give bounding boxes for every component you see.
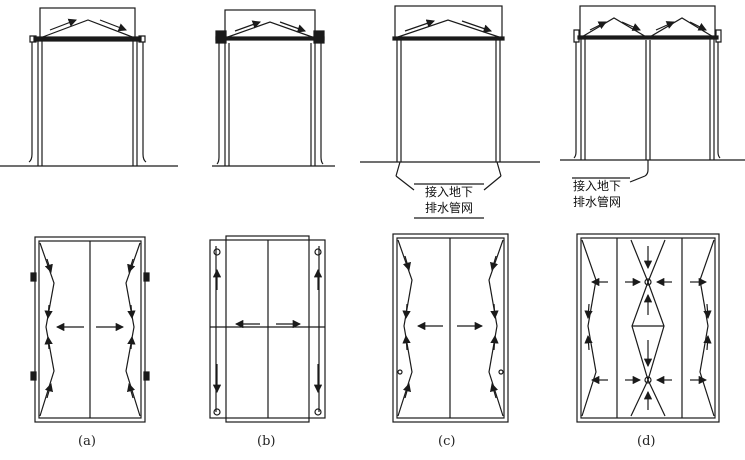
plan-a xyxy=(30,236,150,423)
drain-note-d-line2: 排水管网 xyxy=(572,195,621,209)
plan-d xyxy=(576,233,720,423)
caption-d: (d) xyxy=(637,434,656,449)
elevation-b xyxy=(212,9,335,167)
plan-c xyxy=(392,233,509,423)
drain-note-d-line1: 接入地下 xyxy=(572,179,621,193)
plan-b xyxy=(209,235,326,423)
drain-note-c-line2: 排水管网 xyxy=(424,201,473,215)
drain-note-c: 接入地下 排水管网 xyxy=(412,184,486,216)
elevation-d xyxy=(560,5,745,183)
elevation-c xyxy=(360,5,540,219)
drain-note-d: 接入地下 排水管网 xyxy=(560,178,634,210)
caption-c: (c) xyxy=(438,434,456,449)
caption-b: (b) xyxy=(257,434,276,449)
drain-note-c-line1: 接入地下 xyxy=(424,185,473,199)
elevation-a xyxy=(0,7,178,167)
caption-a: (a) xyxy=(78,434,96,449)
